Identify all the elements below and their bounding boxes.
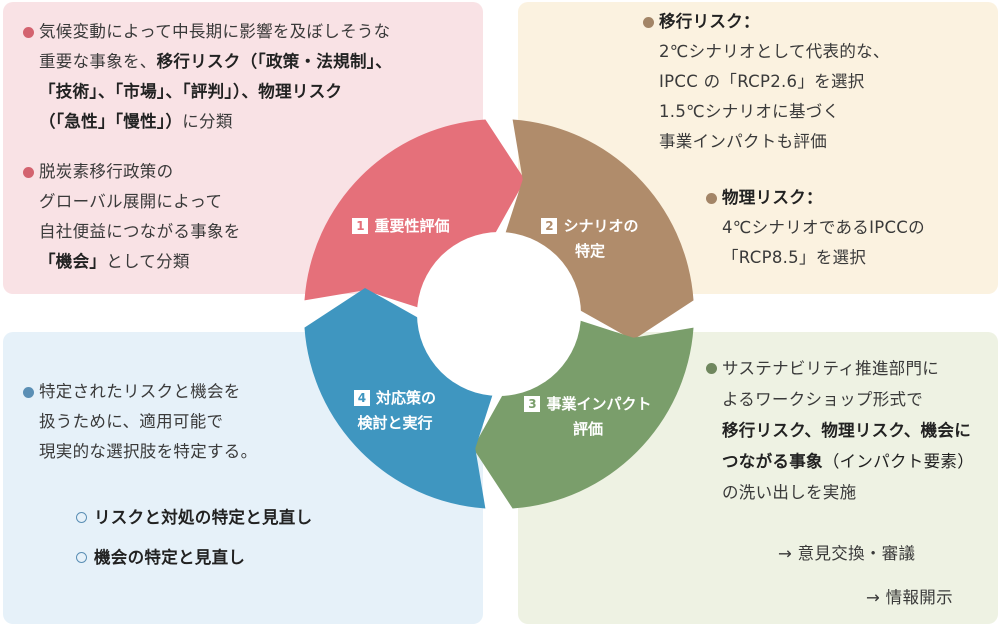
arrow-discussion: → 意見交換・審議: [778, 544, 916, 563]
bullet-dot: [23, 27, 34, 38]
text-line: 事業インパクトも評価: [659, 132, 827, 151]
ring-segment-4: [304, 287, 494, 509]
bullet-dot: [643, 17, 654, 28]
step-number-badge: 3: [524, 396, 541, 412]
text-line: 3 事業インパクト: [508, 392, 668, 417]
text-line: グローバル展開によって: [39, 192, 223, 211]
bold-text: つながる事象: [722, 452, 823, 471]
step-label-text: 重要性評価: [374, 217, 450, 235]
step-label-text: 検討と実行: [357, 414, 433, 432]
text-line: 特定されたリスクと機会を: [39, 382, 241, 401]
step-number-badge: 1: [352, 218, 369, 234]
text-line: 4℃シナリオであるIPCCの: [722, 218, 925, 237]
text-line: 現実的な選択肢を特定する。: [39, 442, 258, 461]
text-span: （インパクト要素）: [822, 452, 975, 471]
text-span: に分類: [182, 112, 233, 131]
bullet-dot: [23, 387, 34, 398]
text-line: の洗い出しを実施: [722, 483, 857, 502]
ring-segment-2: [504, 119, 694, 341]
arrow-disclosure: → 情報開示: [866, 588, 953, 607]
bullet-dot: [706, 363, 717, 374]
step-label-text: 評価: [572, 420, 603, 438]
sub-item-opportunity-review: 機会の特定と見直し: [94, 548, 246, 567]
text-line: 「RCP8.5」を選択: [722, 248, 867, 267]
physical-risk-block: 物理リスク： 4℃シナリオであるIPCCの 「RCP8.5」を選択: [722, 183, 925, 273]
text-line: 扱うために、適用可能で: [39, 412, 224, 431]
materiality-bullet-1: 気候変動によって中長期に影響を及ぼしそうな 重要な事象を、移行リスク（「政策・法…: [39, 17, 392, 137]
transition-risk-heading: 移行リスク：: [659, 12, 760, 31]
text-line: 4 対応策の: [330, 386, 460, 411]
text-line: （「急性」「慢性」）に分類: [39, 107, 392, 137]
bullet-dot: [23, 167, 34, 178]
text-line: 2 シナリオの: [530, 214, 650, 239]
response-bullet: 特定されたリスクと機会を 扱うために、適用可能で 現実的な選択肢を特定する。: [39, 377, 257, 467]
text-line: 脱炭素移行政策の: [39, 162, 174, 181]
transition-risk-block: 移行リスク： 2℃シナリオとして代表的な、 IPCC の「RCP2.6」を選択 …: [659, 7, 890, 157]
step-label-text: 対応策の: [375, 389, 436, 407]
materiality-bullet-2: 脱炭素移行政策の グローバル展開によって 自社便益につながる事象を 「機会」とし…: [39, 157, 241, 277]
step-2-label: 2 シナリオの 特定: [530, 214, 650, 264]
text-line: IPCC の「RCP2.6」を選択: [659, 72, 865, 91]
bold-text: （「急性」「慢性」）: [39, 112, 183, 131]
sub-bullet-ring: [76, 552, 87, 563]
ring-segment-3: [472, 319, 694, 509]
step-number-badge: 2: [541, 218, 558, 234]
text-line: 「機会」として分類: [39, 247, 241, 277]
bold-text: 「機会」: [39, 252, 107, 271]
step-1-label: 1 重要性評価: [331, 214, 471, 239]
physical-risk-heading: 物理リスク：: [722, 188, 823, 207]
impact-bullet: サステナビリティ推進部門に よるワークショップ形式で 移行リスク、物理リスク、機…: [722, 353, 974, 508]
step-label-text: シナリオの: [563, 217, 639, 235]
text-line: よるワークショップ形式で: [722, 390, 924, 409]
text-line: 気候変動によって中長期に影響を及ぼしそうな: [39, 22, 391, 41]
text-line: 重要な事象を、移行リスク（「政策・法規制」、: [39, 47, 392, 77]
ring-segment-1: [304, 119, 526, 309]
bold-line: 「技術」、「市場」、「評判」）、物理リスク: [39, 82, 343, 101]
text-span: 重要な事象を、: [39, 52, 157, 71]
step-3-label: 3 事業インパクト 評価: [508, 392, 668, 442]
step-label-text: 特定: [574, 242, 605, 260]
text-line: つながる事象（インパクト要素）: [722, 446, 974, 477]
step-label-text: 事業インパクト: [546, 395, 652, 413]
sub-item-risk-review: リスクと対処の特定と見直し: [94, 508, 313, 527]
text-line: 2℃シナリオとして代表的な、: [659, 42, 890, 61]
bold-line: 移行リスク、物理リスク、機会に: [722, 421, 972, 440]
cycle-center: [417, 232, 581, 396]
text-line: 1.5℃シナリオに基づく: [659, 102, 840, 121]
text-span: として分類: [106, 252, 190, 271]
sub-bullet-ring: [76, 512, 87, 523]
step-number-badge: 4: [353, 390, 370, 406]
text-line: 自社便益につながる事象を: [39, 222, 241, 241]
bullet-dot: [706, 193, 717, 204]
text-line: サステナビリティ推進部門に: [722, 359, 940, 378]
step-4-label: 4 対応策の 検討と実行: [330, 386, 460, 436]
bold-text: 移行リスク（「政策・法規制」、: [156, 52, 393, 71]
